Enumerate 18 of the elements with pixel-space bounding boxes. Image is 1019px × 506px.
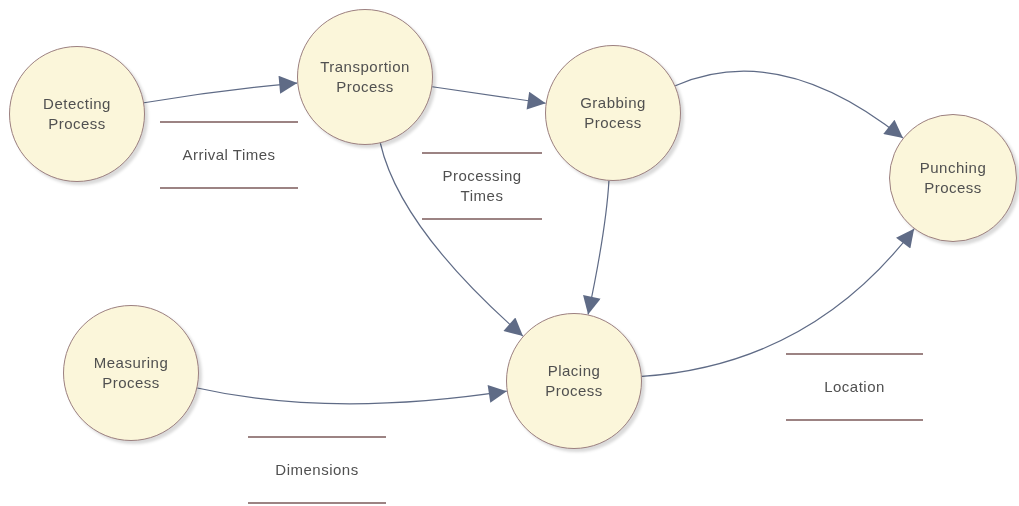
store-label: Dimensions: [274, 460, 360, 480]
data-store: [786, 353, 923, 421]
process-label: Placing Process: [544, 361, 604, 401]
process-label: Grabbing Process: [579, 93, 647, 133]
data-store: [248, 436, 386, 504]
process-label: Transportion Process: [319, 57, 411, 97]
process-label: Detecting Process: [42, 94, 112, 134]
store-label: Location: [823, 377, 886, 397]
process-label: Punching Process: [918, 158, 988, 198]
arrow: [641, 228, 915, 377]
arrow: [431, 86, 547, 110]
process-label: Measuring Process: [92, 353, 170, 393]
store-label: Processing Times: [441, 166, 523, 206]
data-store: [422, 152, 542, 220]
arrow: [674, 70, 904, 139]
store-label: Arrival Times: [181, 145, 277, 165]
arrow: [143, 75, 298, 104]
data-store: [160, 121, 298, 189]
